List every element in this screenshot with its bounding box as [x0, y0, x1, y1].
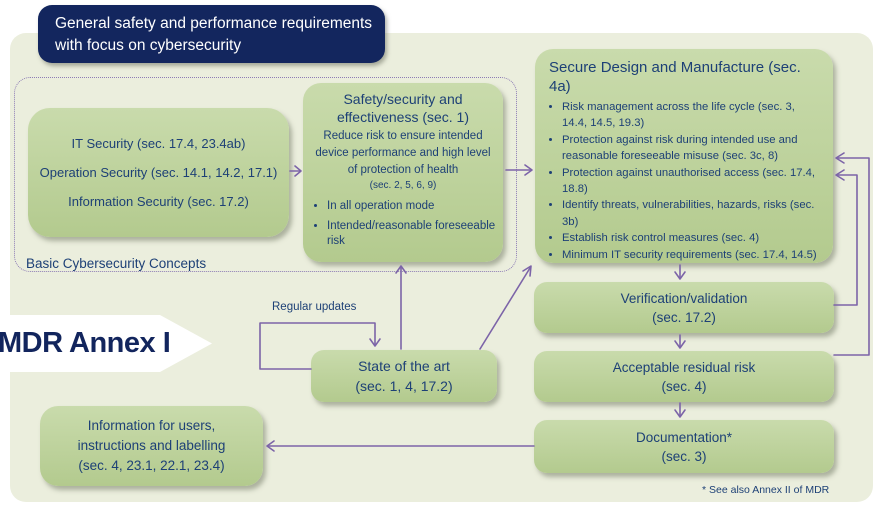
group-label: Basic Cybersecurity Concepts — [26, 256, 207, 271]
verification-validation-box: Verification/validation (sec. 17.2) — [534, 282, 834, 333]
mdr-annex-banner-label: MDR Annex I — [0, 327, 171, 359]
safety-security-effectiveness-box: Safety/security and effectiveness (sec. … — [303, 83, 503, 262]
concept-item-it-security: IT Security (sec. 17.4, 23.4ab) — [71, 136, 246, 151]
safety-bullet: In all operation mode — [327, 199, 499, 214]
mdr-annex-banner: MDR Annex I — [0, 315, 212, 372]
footnote-annex-ii: * See also Annex II of MDR — [702, 484, 830, 496]
secure-bullet: Protection against unauthorised access (… — [562, 165, 823, 198]
secure-box-title: Secure Design and Manufacture (sec. 4a) — [549, 59, 801, 95]
state-of-the-art-box: State of the art (sec. 1, 4, 17.2) — [311, 350, 497, 402]
secure-bullet: Minimum IT security requirements (sec. 1… — [562, 247, 823, 263]
acceptable-residual-risk-box: Acceptable residual risk (sec. 4) — [534, 351, 834, 402]
concepts-box: IT Security (sec. 17.4, 23.4ab) Operatio… — [28, 108, 289, 237]
safety-box-bullet-list: In all operation mode Intended/reasonabl… — [303, 199, 503, 249]
safety-box-section-ref: (sec. 2, 5, 6, 9) — [369, 180, 437, 191]
secure-bullet: Protection against risk during intended … — [562, 132, 823, 165]
concept-item-information-security: Information Security (sec. 17.2) — [68, 194, 249, 209]
safety-bullet: Intended/reasonable foreseeable risk — [327, 219, 499, 249]
basic-cybersecurity-concepts-group: Basic Cybersecurity Concepts — [14, 77, 517, 272]
secure-bullet: Identify threats, vulnerabilities, hazar… — [562, 197, 823, 230]
information-for-users-box: Information for users, instructions and … — [40, 406, 263, 486]
documentation-box: Documentation* (sec. 3) — [534, 420, 834, 473]
secure-design-manufacture-box: Secure Design and Manufacture (sec. 4a) … — [535, 49, 833, 263]
secure-bullet: Establish risk control measures (sec. 4) — [562, 230, 823, 246]
page-title: General safety and performance requireme… — [38, 5, 385, 63]
secure-bullet: Risk management across the life cycle (s… — [562, 99, 823, 132]
safety-box-body: Reduce risk to ensure intended device pe… — [315, 130, 491, 176]
concept-item-operation-security: Operation Security (sec. 14.1, 14.2, 17.… — [39, 165, 278, 180]
safety-box-title: Safety/security and effectiveness (sec. … — [336, 91, 470, 125]
secure-box-bullet-list: Risk management across the life cycle (s… — [549, 99, 823, 263]
regular-updates-label: Regular updates — [272, 301, 357, 313]
